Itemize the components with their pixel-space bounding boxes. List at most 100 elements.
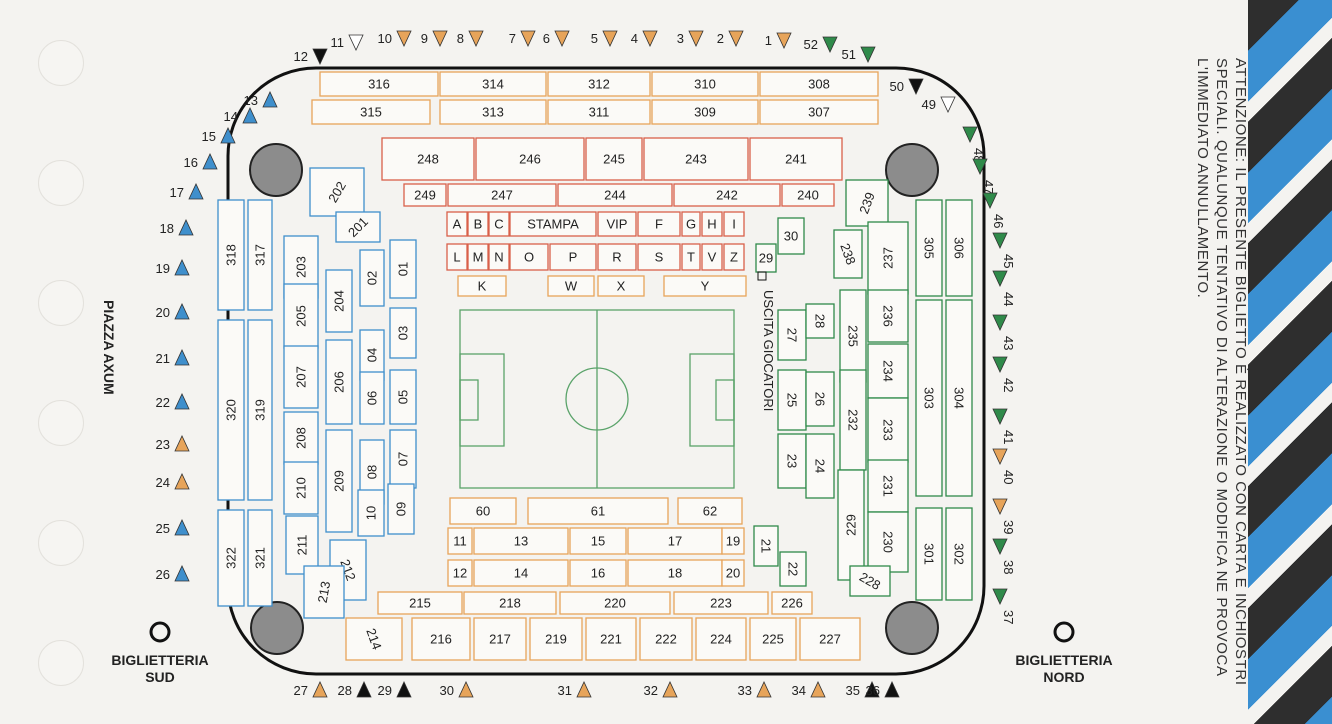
sector-207[interactable]: 207 (283, 345, 319, 409)
gate-13[interactable]: 13 (244, 91, 278, 108)
sector-14[interactable]: 14 (473, 559, 569, 587)
sector-I[interactable]: I (723, 211, 745, 237)
sector-N[interactable]: N (488, 243, 510, 271)
sector-312[interactable]: 312 (547, 71, 651, 97)
sector-13[interactable]: 13 (473, 527, 569, 555)
sector-201[interactable]: 201 (335, 211, 381, 243)
sector-218[interactable]: 218 (463, 591, 557, 615)
sector-18[interactable]: 18 (627, 559, 723, 587)
sector-322[interactable]: 322 (217, 509, 245, 607)
sector-321[interactable]: 321 (247, 509, 273, 607)
sector-204[interactable]: 204 (325, 269, 353, 333)
gate-8[interactable]: 8 (457, 30, 484, 47)
sector-311[interactable]: 311 (547, 99, 651, 125)
sector-Z[interactable]: Z (723, 243, 745, 271)
gate-11[interactable]: 11 (331, 34, 364, 51)
sector-24[interactable]: 24 (805, 433, 835, 499)
sector-213[interactable]: 213 (303, 565, 345, 619)
sector-226[interactable]: 226 (771, 591, 813, 615)
sector-315[interactable]: 315 (311, 99, 431, 125)
gate-39[interactable]: 39 (992, 498, 1016, 534)
sector-VIP[interactable]: VIP (597, 211, 637, 237)
gate-40[interactable]: 40 (992, 448, 1016, 484)
gate-1[interactable]: 1 (765, 32, 792, 49)
sector-61[interactable]: 61 (527, 497, 669, 525)
gate-5[interactable]: 5 (591, 30, 618, 47)
sector-216[interactable]: 216 (411, 617, 471, 661)
sector-L[interactable]: L (446, 243, 468, 271)
sector-15[interactable]: 15 (569, 527, 627, 555)
sector-22[interactable]: 22 (779, 551, 807, 587)
gate-33[interactable]: 33 (738, 681, 772, 698)
sector-225[interactable]: 225 (749, 617, 797, 661)
sector-210[interactable]: 210 (283, 461, 319, 515)
sector-223[interactable]: 223 (673, 591, 769, 615)
sector-248[interactable]: 248 (381, 137, 475, 181)
gate-49[interactable]: 49 (922, 96, 956, 113)
sector-06[interactable]: 06 (359, 371, 385, 425)
sector-247[interactable]: 247 (447, 183, 557, 207)
sector-318[interactable]: 318 (217, 199, 245, 311)
sector-17[interactable]: 17 (627, 527, 723, 555)
sector-304[interactable]: 304 (945, 299, 973, 497)
sector-306[interactable]: 306 (945, 199, 973, 297)
sector-K[interactable]: K (457, 275, 507, 297)
gate-34[interactable]: 34 (792, 681, 826, 698)
sector-243[interactable]: 243 (643, 137, 749, 181)
gate-41[interactable]: 41 (992, 408, 1016, 444)
sector-01[interactable]: 01 (389, 239, 417, 299)
sector-05[interactable]: 05 (389, 369, 417, 425)
sector-215[interactable]: 215 (377, 591, 463, 615)
sector-242[interactable]: 242 (673, 183, 781, 207)
sector-W[interactable]: W (547, 275, 595, 297)
sector-27[interactable]: 27 (777, 309, 807, 361)
gate-3[interactable]: 3 (677, 30, 704, 47)
sector-B[interactable]: B (467, 211, 489, 237)
sector-21[interactable]: 21 (753, 525, 779, 567)
sector-25[interactable]: 25 (777, 369, 807, 431)
gate-17[interactable]: 17 (170, 183, 204, 200)
gate-18[interactable]: 18 (160, 219, 194, 236)
gate-4[interactable]: 4 (631, 30, 658, 47)
sector-X[interactable]: X (597, 275, 645, 297)
sector-60[interactable]: 60 (449, 497, 517, 525)
gate-9[interactable]: 9 (421, 30, 448, 47)
sector-233[interactable]: 233 (867, 397, 909, 463)
sector-227[interactable]: 227 (799, 617, 861, 661)
sector-209[interactable]: 209 (325, 429, 353, 533)
sector-220[interactable]: 220 (559, 591, 671, 615)
sector-30[interactable]: 30 (777, 217, 805, 255)
sector-19[interactable]: 19 (721, 527, 745, 555)
sector-10[interactable]: 10 (357, 489, 385, 537)
gate-38[interactable]: 38 (992, 538, 1016, 574)
gate-26[interactable]: 26 (156, 565, 190, 582)
gate-35[interactable]: 35 (846, 681, 880, 698)
gate-46[interactable]: 46 (982, 192, 1006, 228)
gate-52[interactable]: 52 (804, 36, 838, 53)
sector-V[interactable]: V (701, 243, 723, 271)
sector-308[interactable]: 308 (759, 71, 879, 97)
sector-206[interactable]: 206 (325, 339, 353, 425)
gate-15[interactable]: 15 (202, 127, 236, 144)
sector-217[interactable]: 217 (473, 617, 527, 661)
sector-314[interactable]: 314 (439, 71, 547, 97)
sector-229[interactable]: 229 (837, 469, 865, 581)
sector-03[interactable]: 03 (389, 307, 417, 359)
gate-27[interactable]: 27 (294, 681, 328, 698)
sector-28[interactable]: 28 (805, 303, 835, 339)
gate-19[interactable]: 19 (156, 259, 190, 276)
gate-44[interactable]: 44 (992, 270, 1016, 306)
sector-H[interactable]: H (701, 211, 723, 237)
gate-43[interactable]: 43 (992, 314, 1016, 350)
sector-245[interactable]: 245 (585, 137, 643, 181)
sector-305[interactable]: 305 (915, 199, 943, 297)
sector-238[interactable]: 238 (833, 229, 863, 279)
sector-303[interactable]: 303 (915, 299, 943, 497)
sector-228[interactable]: 228 (849, 565, 891, 597)
sector-M[interactable]: M (467, 243, 489, 271)
sector-S[interactable]: S (637, 243, 681, 271)
sector-316[interactable]: 316 (319, 71, 439, 97)
sector-62[interactable]: 62 (677, 497, 743, 525)
gate-50[interactable]: 50 (890, 78, 924, 95)
sector-236[interactable]: 236 (867, 289, 909, 343)
